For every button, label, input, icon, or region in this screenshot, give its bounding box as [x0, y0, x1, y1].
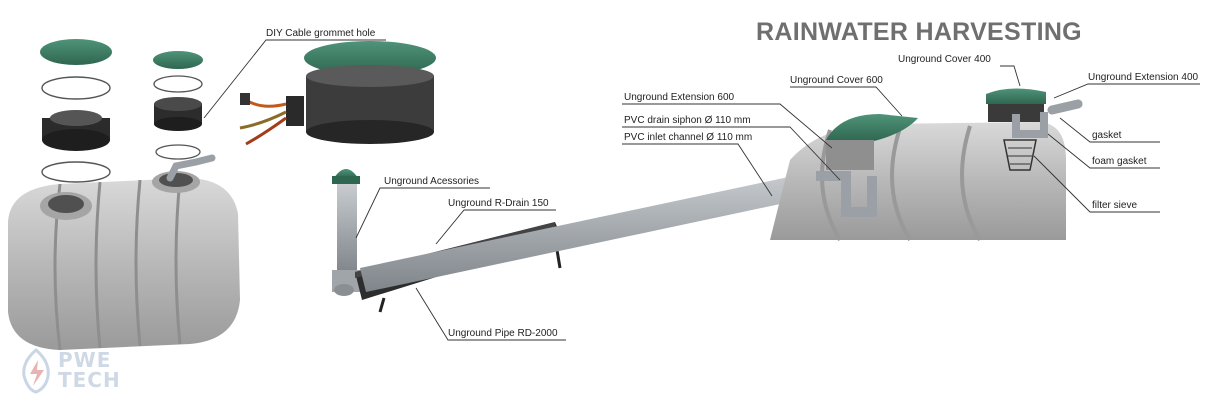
label-cover-600: Unground Cover 600: [790, 75, 883, 86]
cover-400: [986, 88, 1046, 104]
tank-left: [8, 154, 240, 351]
acessories-riser: [332, 169, 362, 296]
main-pipe: [360, 172, 818, 292]
ring-seal-3: [153, 75, 203, 93]
label-extension-400: Unground Extension 400: [1088, 72, 1199, 83]
logo-text-tech: TECH: [58, 368, 121, 392]
cover-large: [40, 39, 112, 65]
logo-text-pwe: PWE: [58, 348, 112, 372]
page-title: RAINWATER HARVESTING: [756, 18, 1082, 46]
cover-small: [153, 51, 203, 69]
label-extension-600: Unground Extension 600: [624, 92, 735, 103]
tank-right: [770, 88, 1083, 242]
logo-mark-icon: [22, 348, 50, 394]
exploded-stack-small: [153, 51, 203, 160]
label-inlet-channel: PVC inlet channel Ø 110 mm: [624, 132, 753, 143]
label-cable-grommet: DIY Cable grommet hole: [266, 28, 376, 39]
label-pipe: Unground Pipe RD-2000: [448, 328, 558, 339]
label-filter-sieve: filter sieve: [1092, 200, 1138, 211]
exploded-stack-large: [40, 39, 112, 183]
label-drain-siphon: PVC drain siphon Ø 110 mm: [624, 115, 751, 126]
label-gasket: gasket: [1092, 130, 1122, 141]
grommet-cover: [304, 41, 436, 75]
watermark-logo: PWE TECH: [18, 348, 138, 398]
ring-seal-2: [41, 161, 111, 183]
extension-400: [988, 104, 1044, 122]
label-r-drain: Unground R-Drain 150: [448, 198, 549, 209]
leader-lines: [203, 39, 1200, 341]
grommet-extension: [239, 41, 436, 146]
label-cover-400: Unground Cover 400: [898, 54, 991, 65]
ring-seal-4: [155, 144, 201, 160]
cover-600: [826, 114, 918, 142]
ring-seal-1: [41, 76, 111, 100]
filter-sieve: [1003, 139, 1037, 171]
label-acessories: Unground Acessories: [384, 176, 480, 187]
extension-600: [826, 140, 874, 170]
label-foam-gasket: foam gasket: [1092, 156, 1147, 167]
